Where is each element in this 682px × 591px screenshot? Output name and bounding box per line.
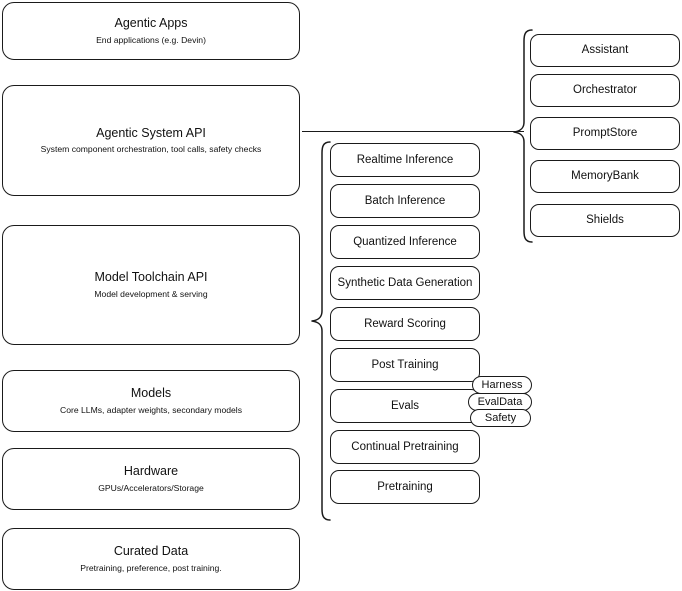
evals-tag-safety[interactable]: Safety xyxy=(470,409,531,427)
layer-title: Hardware xyxy=(123,464,179,479)
system-label: PromptStore xyxy=(572,127,638,140)
system-label: Orchestrator xyxy=(573,84,637,97)
layer-title: Model Toolchain API xyxy=(94,270,208,285)
layer-subtitle: Core LLMs, adapter weights, secondary mo… xyxy=(60,404,242,415)
system-box-assistant[interactable]: Assistant xyxy=(530,34,680,67)
layer-box-curated-data[interactable]: Curated Data Pretraining, preference, po… xyxy=(2,528,300,590)
toolchain-label: Realtime Inference xyxy=(356,153,454,166)
layer-title: Agentic Apps xyxy=(114,16,188,31)
connector-line-system-api xyxy=(302,131,524,133)
toolchain-label: Batch Inference xyxy=(364,194,446,207)
layer-box-agentic-apps[interactable]: Agentic Apps End applications (e.g. Devi… xyxy=(2,2,300,60)
toolchain-box-evals[interactable]: Evals xyxy=(330,389,480,423)
layer-subtitle: Model development & serving xyxy=(94,288,208,299)
layer-subtitle: GPUs/Accelerators/Storage xyxy=(98,482,204,493)
system-box-memorybank[interactable]: MemoryBank xyxy=(530,160,680,193)
toolchain-label: Reward Scoring xyxy=(364,317,446,330)
layer-subtitle: Pretraining, preference, post training. xyxy=(80,562,222,573)
toolchain-box-synthetic-data-generation[interactable]: Synthetic Data Generation xyxy=(330,266,480,300)
toolchain-label: Continual Pretraining xyxy=(351,440,459,453)
layer-box-model-toolchain-api[interactable]: Model Toolchain API Model development & … xyxy=(2,225,300,345)
brace-toolchain-components xyxy=(308,140,332,522)
toolchain-label: Post Training xyxy=(371,358,439,371)
evals-tag-harness[interactable]: Harness xyxy=(472,376,532,394)
layer-box-hardware[interactable]: Hardware GPUs/Accelerators/Storage xyxy=(2,448,300,510)
layer-title: Models xyxy=(130,386,172,401)
toolchain-label: Quantized Inference xyxy=(353,235,457,248)
toolchain-label: Pretraining xyxy=(377,480,433,493)
toolchain-box-post-training[interactable]: Post Training xyxy=(330,348,480,382)
evals-tag-evaldata[interactable]: EvalData xyxy=(468,393,532,411)
toolchain-label: Synthetic Data Generation xyxy=(337,276,473,289)
system-box-orchestrator[interactable]: Orchestrator xyxy=(530,74,680,107)
layer-subtitle: End applications (e.g. Devin) xyxy=(96,34,206,45)
toolchain-box-pretraining[interactable]: Pretraining xyxy=(330,470,480,504)
toolchain-box-reward-scoring[interactable]: Reward Scoring xyxy=(330,307,480,341)
toolchain-box-realtime-inference[interactable]: Realtime Inference xyxy=(330,143,480,177)
layer-box-agentic-system-api[interactable]: Agentic System API System component orch… xyxy=(2,85,300,196)
layer-title: Agentic System API xyxy=(96,125,206,140)
toolchain-box-batch-inference[interactable]: Batch Inference xyxy=(330,184,480,218)
system-label: MemoryBank xyxy=(571,170,639,183)
brace-system-components xyxy=(510,28,534,244)
layer-title: Curated Data xyxy=(113,544,189,559)
toolchain-label: Evals xyxy=(390,399,420,412)
layer-subtitle: System component orchestration, tool cal… xyxy=(40,144,262,155)
system-label: Shields xyxy=(586,214,624,227)
layer-box-models[interactable]: Models Core LLMs, adapter weights, secon… xyxy=(2,370,300,432)
system-box-shields[interactable]: Shields xyxy=(530,204,680,237)
system-label: Assistant xyxy=(581,44,629,57)
toolchain-box-continual-pretraining[interactable]: Continual Pretraining xyxy=(330,430,480,464)
toolchain-box-quantized-inference[interactable]: Quantized Inference xyxy=(330,225,480,259)
system-box-promptstore[interactable]: PromptStore xyxy=(530,117,680,150)
